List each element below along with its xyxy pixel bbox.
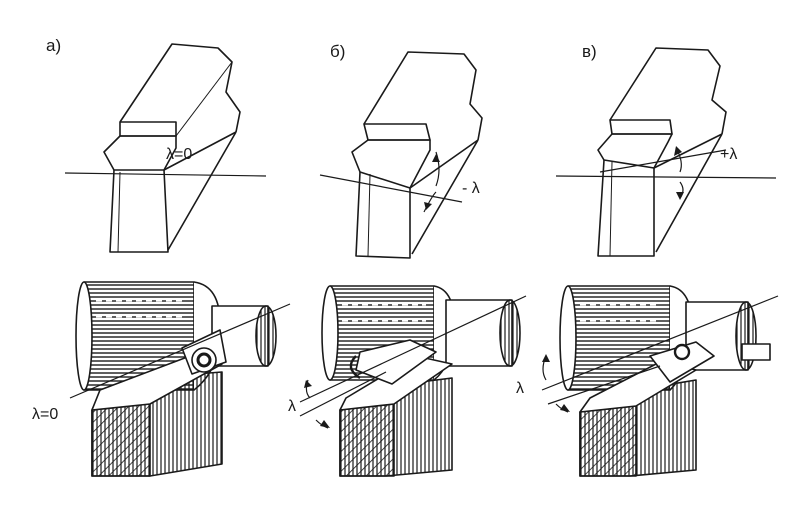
panel-label-b: б) (330, 42, 346, 61)
angle-label-c-bottom: λ (516, 380, 524, 397)
machining-scene-a (69, 281, 291, 477)
angle-label-c-top: +λ (720, 146, 738, 163)
panel-label-a: а) (46, 36, 62, 55)
tool-blank-c (555, 47, 777, 257)
machining-scene-b (299, 285, 527, 477)
machining-scene-c (541, 285, 779, 477)
angle-label-a-top: λ=0 (166, 146, 193, 163)
angle-label-a-bottom: λ=0 (32, 406, 59, 423)
tool-blank-a (64, 43, 267, 253)
panel-label-c: в) (582, 42, 597, 61)
tool-blank-b (319, 51, 483, 259)
angle-label-b-top: - λ (462, 180, 480, 197)
angle-label-b-bottom: λ (288, 398, 296, 415)
